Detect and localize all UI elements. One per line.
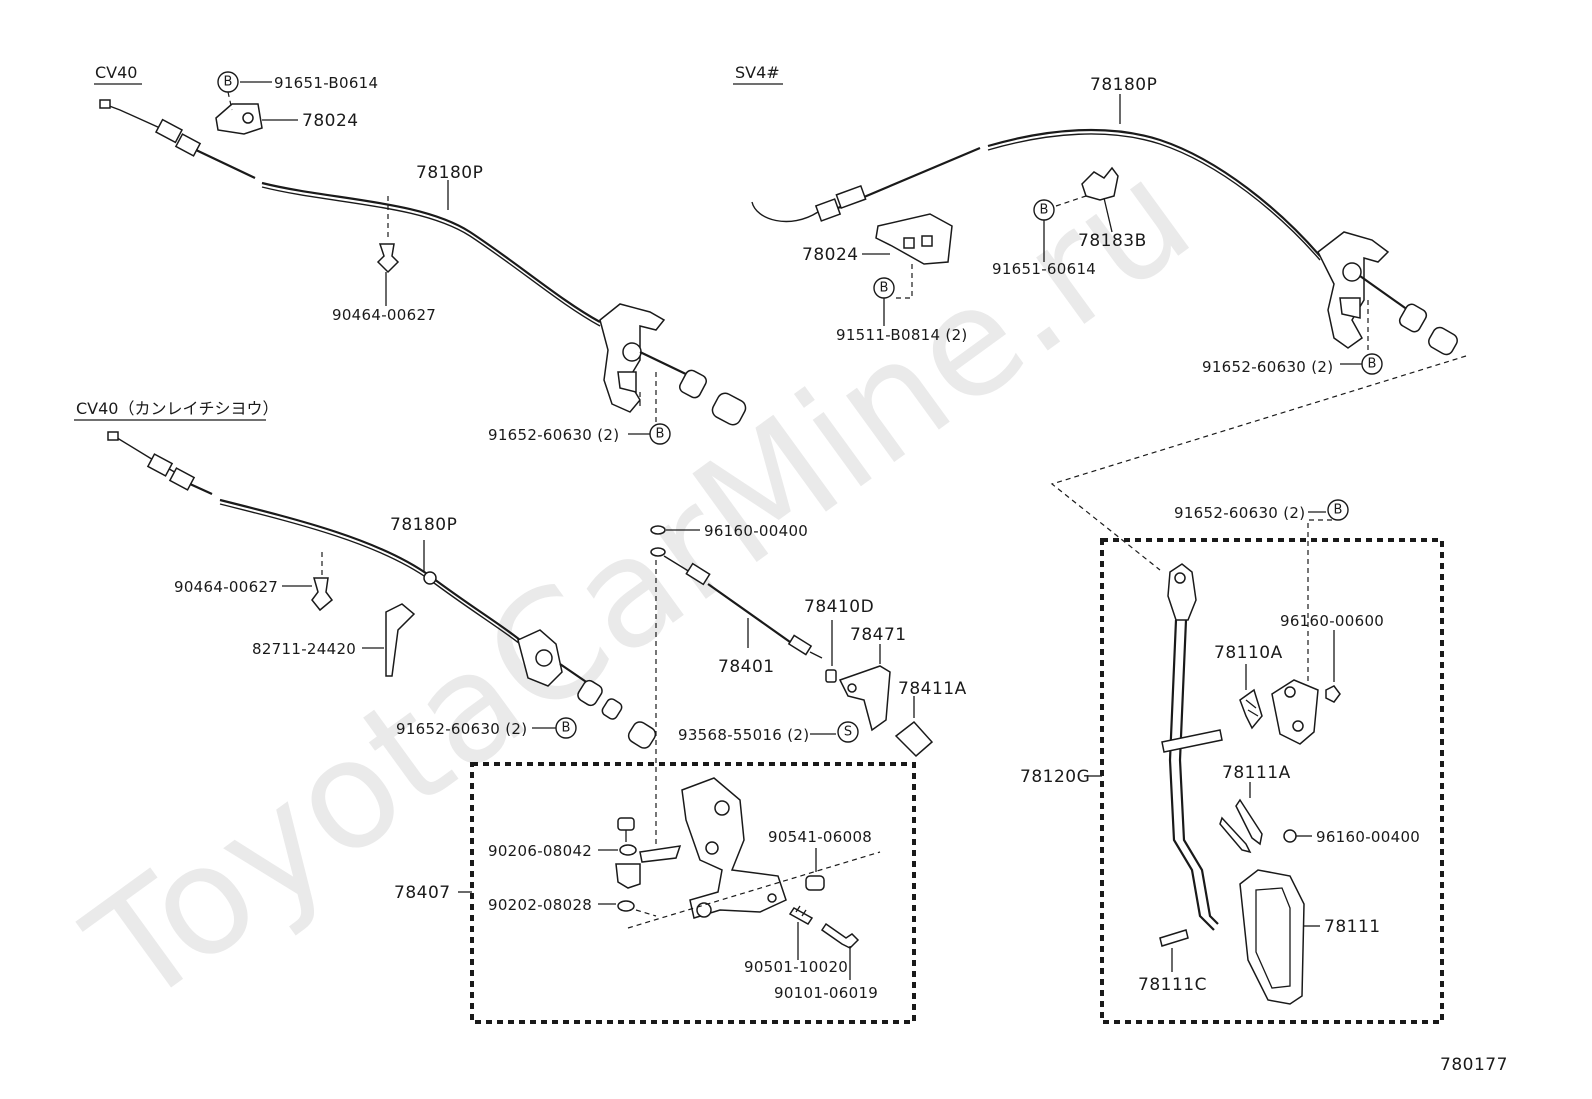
section-title-cv40: CV40 (95, 63, 137, 82)
svg-text:B: B (1368, 357, 1377, 372)
cv40-cold-assembly: CV40（カンレイチシヨウ） 78180P 90464-00627 82711-… (74, 399, 657, 749)
part-label[interactable]: 78120G (1020, 767, 1090, 787)
svg-text:B: B (880, 281, 889, 296)
bracket-78407-box: 78407 90206-08042 90202-08028 90541-0600… (394, 762, 916, 1024)
part-label[interactable]: 90501-10020 (744, 958, 848, 976)
part-label[interactable]: 91652-60630 (2) (396, 720, 527, 738)
part-label[interactable]: 78180P (390, 515, 457, 535)
part-label[interactable]: 91651-60614 (992, 260, 1096, 278)
part-label[interactable]: 91652-60630 (2) (1202, 358, 1333, 376)
part-label[interactable]: 91651-B0614 (274, 74, 378, 92)
part-label[interactable]: 82711-24420 (252, 640, 356, 658)
circle-b-symbol: B (555, 717, 577, 739)
part-label[interactable]: 78183B (1078, 231, 1147, 251)
part-label[interactable]: 96160-00400 (1316, 828, 1420, 846)
part-label[interactable]: 90101-06019 (774, 984, 878, 1002)
part-label[interactable]: 78180P (1090, 75, 1157, 95)
circle-b-symbol: B (1361, 353, 1383, 375)
section-title-cv40-cold: CV40（カンレイチシヨウ） (76, 399, 278, 418)
sv4-assembly: SV4# 78180P 78183B B 91651-60614 78024 (733, 63, 1467, 571)
part-label[interactable]: 78111A (1222, 763, 1291, 783)
part-label[interactable]: 78410D (804, 597, 874, 617)
part-label[interactable]: 78407 (394, 883, 451, 903)
diagram-code: 780177 (1440, 1055, 1508, 1075)
part-label[interactable]: 78024 (302, 111, 359, 131)
part-label[interactable]: 78024 (802, 245, 859, 265)
part-label[interactable]: 90541-06008 (768, 828, 872, 846)
svg-text:B: B (562, 721, 571, 736)
part-label[interactable]: 78401 (718, 657, 775, 677)
part-label[interactable]: 91652-60630 (2) (488, 426, 619, 444)
circle-b-symbol: B (1033, 199, 1055, 221)
part-label[interactable]: 90206-08042 (488, 842, 592, 860)
circle-b-symbol: B (873, 277, 895, 299)
circle-b-symbol: B (217, 71, 239, 93)
svg-text:B: B (1334, 503, 1343, 518)
cv40-assembly: CV40 B 91651-B0614 78024 90464-00627 781… (94, 63, 747, 445)
svg-text:B: B (1040, 203, 1049, 218)
part-label[interactable]: 78111C (1138, 975, 1207, 995)
pedal-78120g-box: 78120G 91652-60630 (2) B 78110A 96160-00… (1020, 499, 1444, 1024)
part-label[interactable]: 78111 (1324, 917, 1381, 937)
part-label[interactable]: 96160-00400 (704, 522, 808, 540)
circle-s-symbol: S (837, 721, 859, 743)
link-rod-assembly: 96160-00400 78401 78410D 78471 78411A 93… (650, 522, 967, 848)
part-label[interactable]: 78471 (850, 625, 907, 645)
part-label[interactable]: 90464-00627 (174, 578, 278, 596)
circle-b-symbol: B (649, 423, 671, 445)
part-label[interactable]: 90202-08028 (488, 896, 592, 914)
part-label[interactable]: 91652-60630 (2) (1174, 504, 1305, 522)
part-label[interactable]: 93568-55016 (2) (678, 726, 809, 744)
part-label[interactable]: 78180P (416, 163, 483, 183)
section-title-sv4: SV4# (735, 63, 780, 82)
part-label[interactable]: 78110A (1214, 643, 1283, 663)
part-label[interactable]: 91511-B0814 (2) (836, 326, 968, 344)
svg-text:B: B (656, 427, 665, 442)
part-label[interactable]: 90464-00627 (332, 306, 436, 324)
circle-b-symbol: B (1327, 499, 1349, 521)
part-label[interactable]: 96160-00600 (1280, 612, 1384, 630)
part-label[interactable]: 78411A (898, 679, 967, 699)
svg-text:S: S (844, 725, 852, 740)
svg-text:B: B (224, 75, 233, 90)
